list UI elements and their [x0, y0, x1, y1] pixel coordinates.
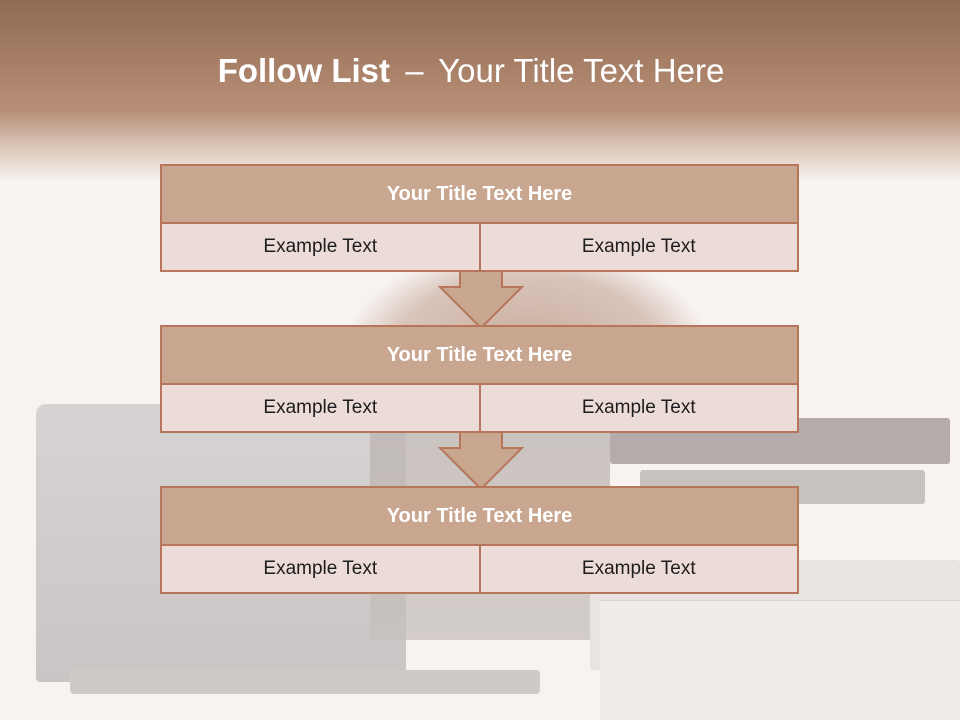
step-cell-left: Example Text — [162, 546, 479, 592]
title-rest: Your Title Text Here — [438, 52, 725, 89]
title-separator: – — [405, 52, 424, 89]
step-box-1: Your Title Text Here Example Text Exampl… — [160, 164, 799, 272]
step-cell-right: Example Text — [478, 385, 797, 431]
step-title: Your Title Text Here — [162, 166, 797, 224]
step-box-3: Your Title Text Here Example Text Exampl… — [160, 486, 799, 594]
down-arrow-icon — [438, 432, 524, 490]
step-row: Example Text Example Text — [162, 385, 797, 431]
step-title: Your Title Text Here — [162, 327, 797, 385]
step-cell-left: Example Text — [162, 224, 479, 270]
laptop-base-shape — [70, 670, 540, 694]
header-band — [0, 0, 960, 180]
step-row: Example Text Example Text — [162, 546, 797, 592]
step-cell-right: Example Text — [478, 224, 797, 270]
title-bold: Follow List — [217, 52, 391, 89]
step-cell-left: Example Text — [162, 385, 479, 431]
down-arrow-icon — [438, 271, 524, 329]
step-box-2: Your Title Text Here Example Text Exampl… — [160, 325, 799, 433]
step-row: Example Text Example Text — [162, 224, 797, 270]
step-title: Your Title Text Here — [162, 488, 797, 546]
slide-title: Follow List – Your Title Text Here — [0, 52, 942, 90]
step-cell-right: Example Text — [478, 546, 797, 592]
book-shape — [600, 600, 960, 720]
